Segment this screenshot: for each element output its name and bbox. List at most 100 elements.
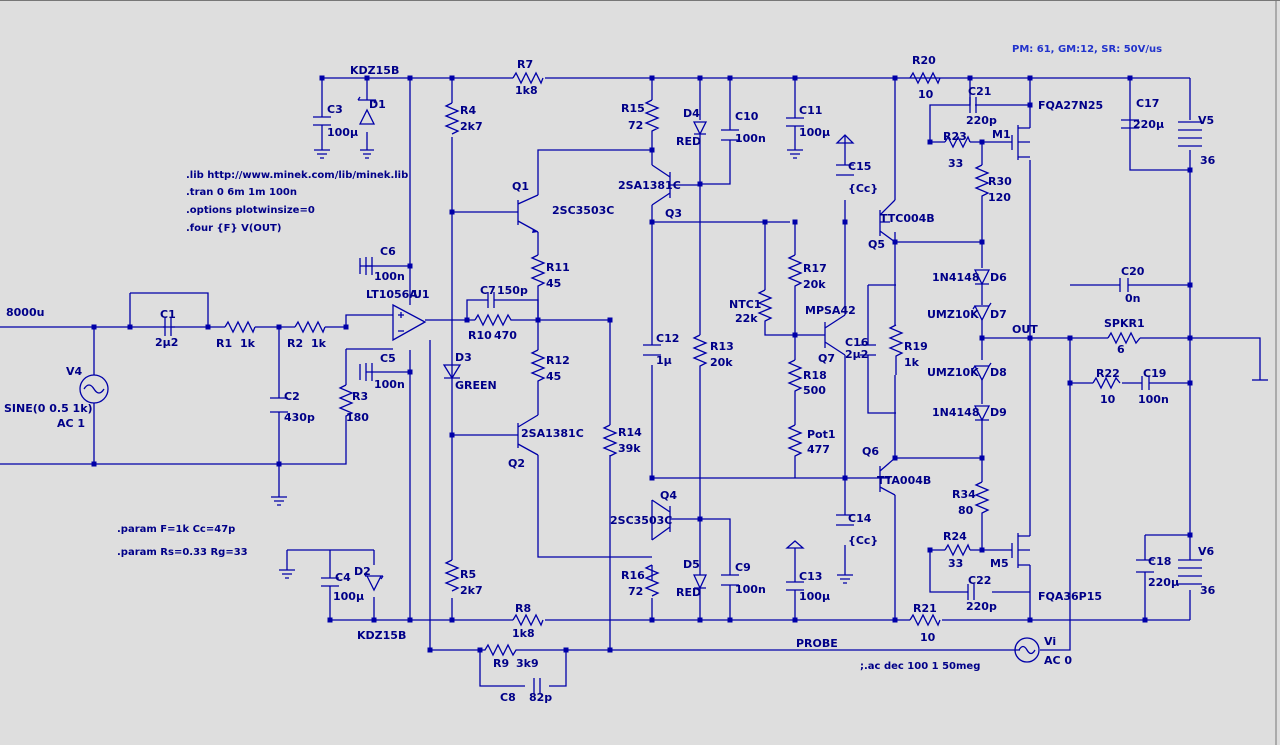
r11-value-label: 45 <box>546 277 561 290</box>
junction-dot <box>319 75 325 81</box>
c17-name-label: C17 <box>1136 97 1159 110</box>
junction-dot <box>842 219 848 225</box>
junction-dot <box>1187 282 1193 288</box>
r2-value-label: 1k <box>311 337 327 350</box>
param-f: .param F=1k Cc=47p <box>117 524 235 535</box>
c15-value-label: {Cc} <box>848 182 878 195</box>
r24-name-label: R24 <box>943 530 967 543</box>
junction-dot <box>607 647 613 653</box>
u1-value-label: LT1056A <box>366 288 418 301</box>
r9-name-label: R9 <box>493 657 509 670</box>
junction-dot <box>979 455 985 461</box>
junction-dot <box>727 617 733 623</box>
r8-name-label: R8 <box>515 602 531 615</box>
d4-value-label: RED <box>676 135 701 148</box>
junction-dot <box>792 219 798 225</box>
q6-value-label: TTA004B <box>877 474 931 487</box>
junction-dot <box>1027 75 1033 81</box>
c17-value-label: 220µ <box>1133 118 1164 131</box>
junction-dot <box>364 75 370 81</box>
v4-value-label: SINE(0 0.5 1k) <box>4 402 93 415</box>
c4-name-label: C4 <box>335 571 351 584</box>
r4-name-label: R4 <box>460 104 476 117</box>
junction-dot <box>1027 335 1033 341</box>
d7-value-label: UMZ10K <box>927 308 979 321</box>
q1-value-label: 2SC3503C <box>552 204 614 217</box>
c21-name-label: C21 <box>968 85 991 98</box>
r30-value-label: 120 <box>988 191 1011 204</box>
junction-dot <box>407 617 413 623</box>
junction-dot <box>649 617 655 623</box>
c13-name-label: C13 <box>799 570 822 583</box>
q7-name-label: Q7 <box>818 352 835 365</box>
junction-dot <box>407 369 413 375</box>
r15-value-label: 72 <box>628 119 643 132</box>
c4-value-label: 100µ <box>333 590 364 603</box>
c3-name-label: C3 <box>327 103 343 116</box>
q7-value-label: MPSA42 <box>805 304 856 317</box>
c21-value-label: 220p <box>966 114 997 127</box>
r8-value-label: 1k8 <box>512 627 535 640</box>
junction-dot <box>1067 335 1073 341</box>
r11-name-label: R11 <box>546 261 570 274</box>
q5-name-label: Q5 <box>868 238 885 251</box>
junction-dot <box>842 475 848 481</box>
q2-value-label: 2SA1381C <box>521 427 584 440</box>
c11-value-label: 100µ <box>799 126 830 139</box>
vi-name-label: Vi <box>1044 635 1056 648</box>
junction-dot <box>607 317 613 323</box>
junction-dot <box>1187 532 1193 538</box>
d9-name-label: D9 <box>990 406 1007 419</box>
c6-value-label: 100n <box>374 270 405 283</box>
r16-name-label: R16 <box>621 569 645 582</box>
c6-name-label: C6 <box>380 245 396 258</box>
r22-name-label: R22 <box>1096 367 1120 380</box>
c13-value-label: 100µ <box>799 590 830 603</box>
v4-name-label: V4 <box>66 365 83 378</box>
c19-name-label: C19 <box>1143 367 1166 380</box>
v5-value-label: 36 <box>1200 154 1216 167</box>
c5-name-label: C5 <box>380 352 396 365</box>
c15-name-label: C15 <box>848 160 871 173</box>
v4-value2-label: AC 1 <box>57 417 85 430</box>
junction-dot <box>91 461 97 467</box>
r10-name-label: R10 <box>468 329 492 342</box>
m1-name-label: M1 <box>992 128 1011 141</box>
junction-dot <box>1027 617 1033 623</box>
d5-value-label: RED <box>676 586 701 599</box>
c22-value-label: 220p <box>966 600 997 613</box>
c2-value-label: 430p <box>284 411 315 424</box>
r20-name-label: R20 <box>912 54 936 67</box>
r18-value-label: 500 <box>803 384 826 397</box>
r1-name-label: R1 <box>216 337 232 350</box>
junction-dot <box>1127 75 1133 81</box>
c20-value-label: 0n <box>1125 292 1141 305</box>
c1-value-label: 2µ2 <box>155 336 178 349</box>
junction-dot <box>1187 380 1193 386</box>
q4-value-label: 2SC3503C <box>610 514 672 527</box>
junctions <box>91 75 1193 653</box>
r5-name-label: R5 <box>460 568 476 581</box>
c2-name-label: C2 <box>284 390 300 403</box>
c16-value-label: 2µ2 <box>845 348 868 361</box>
junction-dot <box>449 432 455 438</box>
c9-name-label: C9 <box>735 561 751 574</box>
spkr1-name-label: SPKR1 <box>1104 317 1145 330</box>
r3-value-label: 180 <box>346 411 369 424</box>
junction-dot <box>205 324 211 330</box>
net-out: OUT <box>1012 323 1038 336</box>
r20-value-label: 10 <box>918 88 934 101</box>
d1-name-label: D1 <box>369 98 386 111</box>
junction-dot <box>427 647 433 653</box>
r23-name-label: R23 <box>943 130 967 143</box>
header-info: PM: 61, GM:12, SR: 50V/us <box>1012 44 1162 55</box>
junction-dot <box>792 332 798 338</box>
u1-name-label: U1 <box>413 288 430 301</box>
m5-name-label: M5 <box>990 557 1009 570</box>
junction-dot <box>91 324 97 330</box>
symbols <box>79 71 1202 694</box>
junction-dot <box>979 547 985 553</box>
r4-value-label: 2k7 <box>460 120 483 133</box>
c8-value-label: 82p <box>529 691 552 704</box>
d1-value-label: KDZ15B <box>350 64 399 77</box>
